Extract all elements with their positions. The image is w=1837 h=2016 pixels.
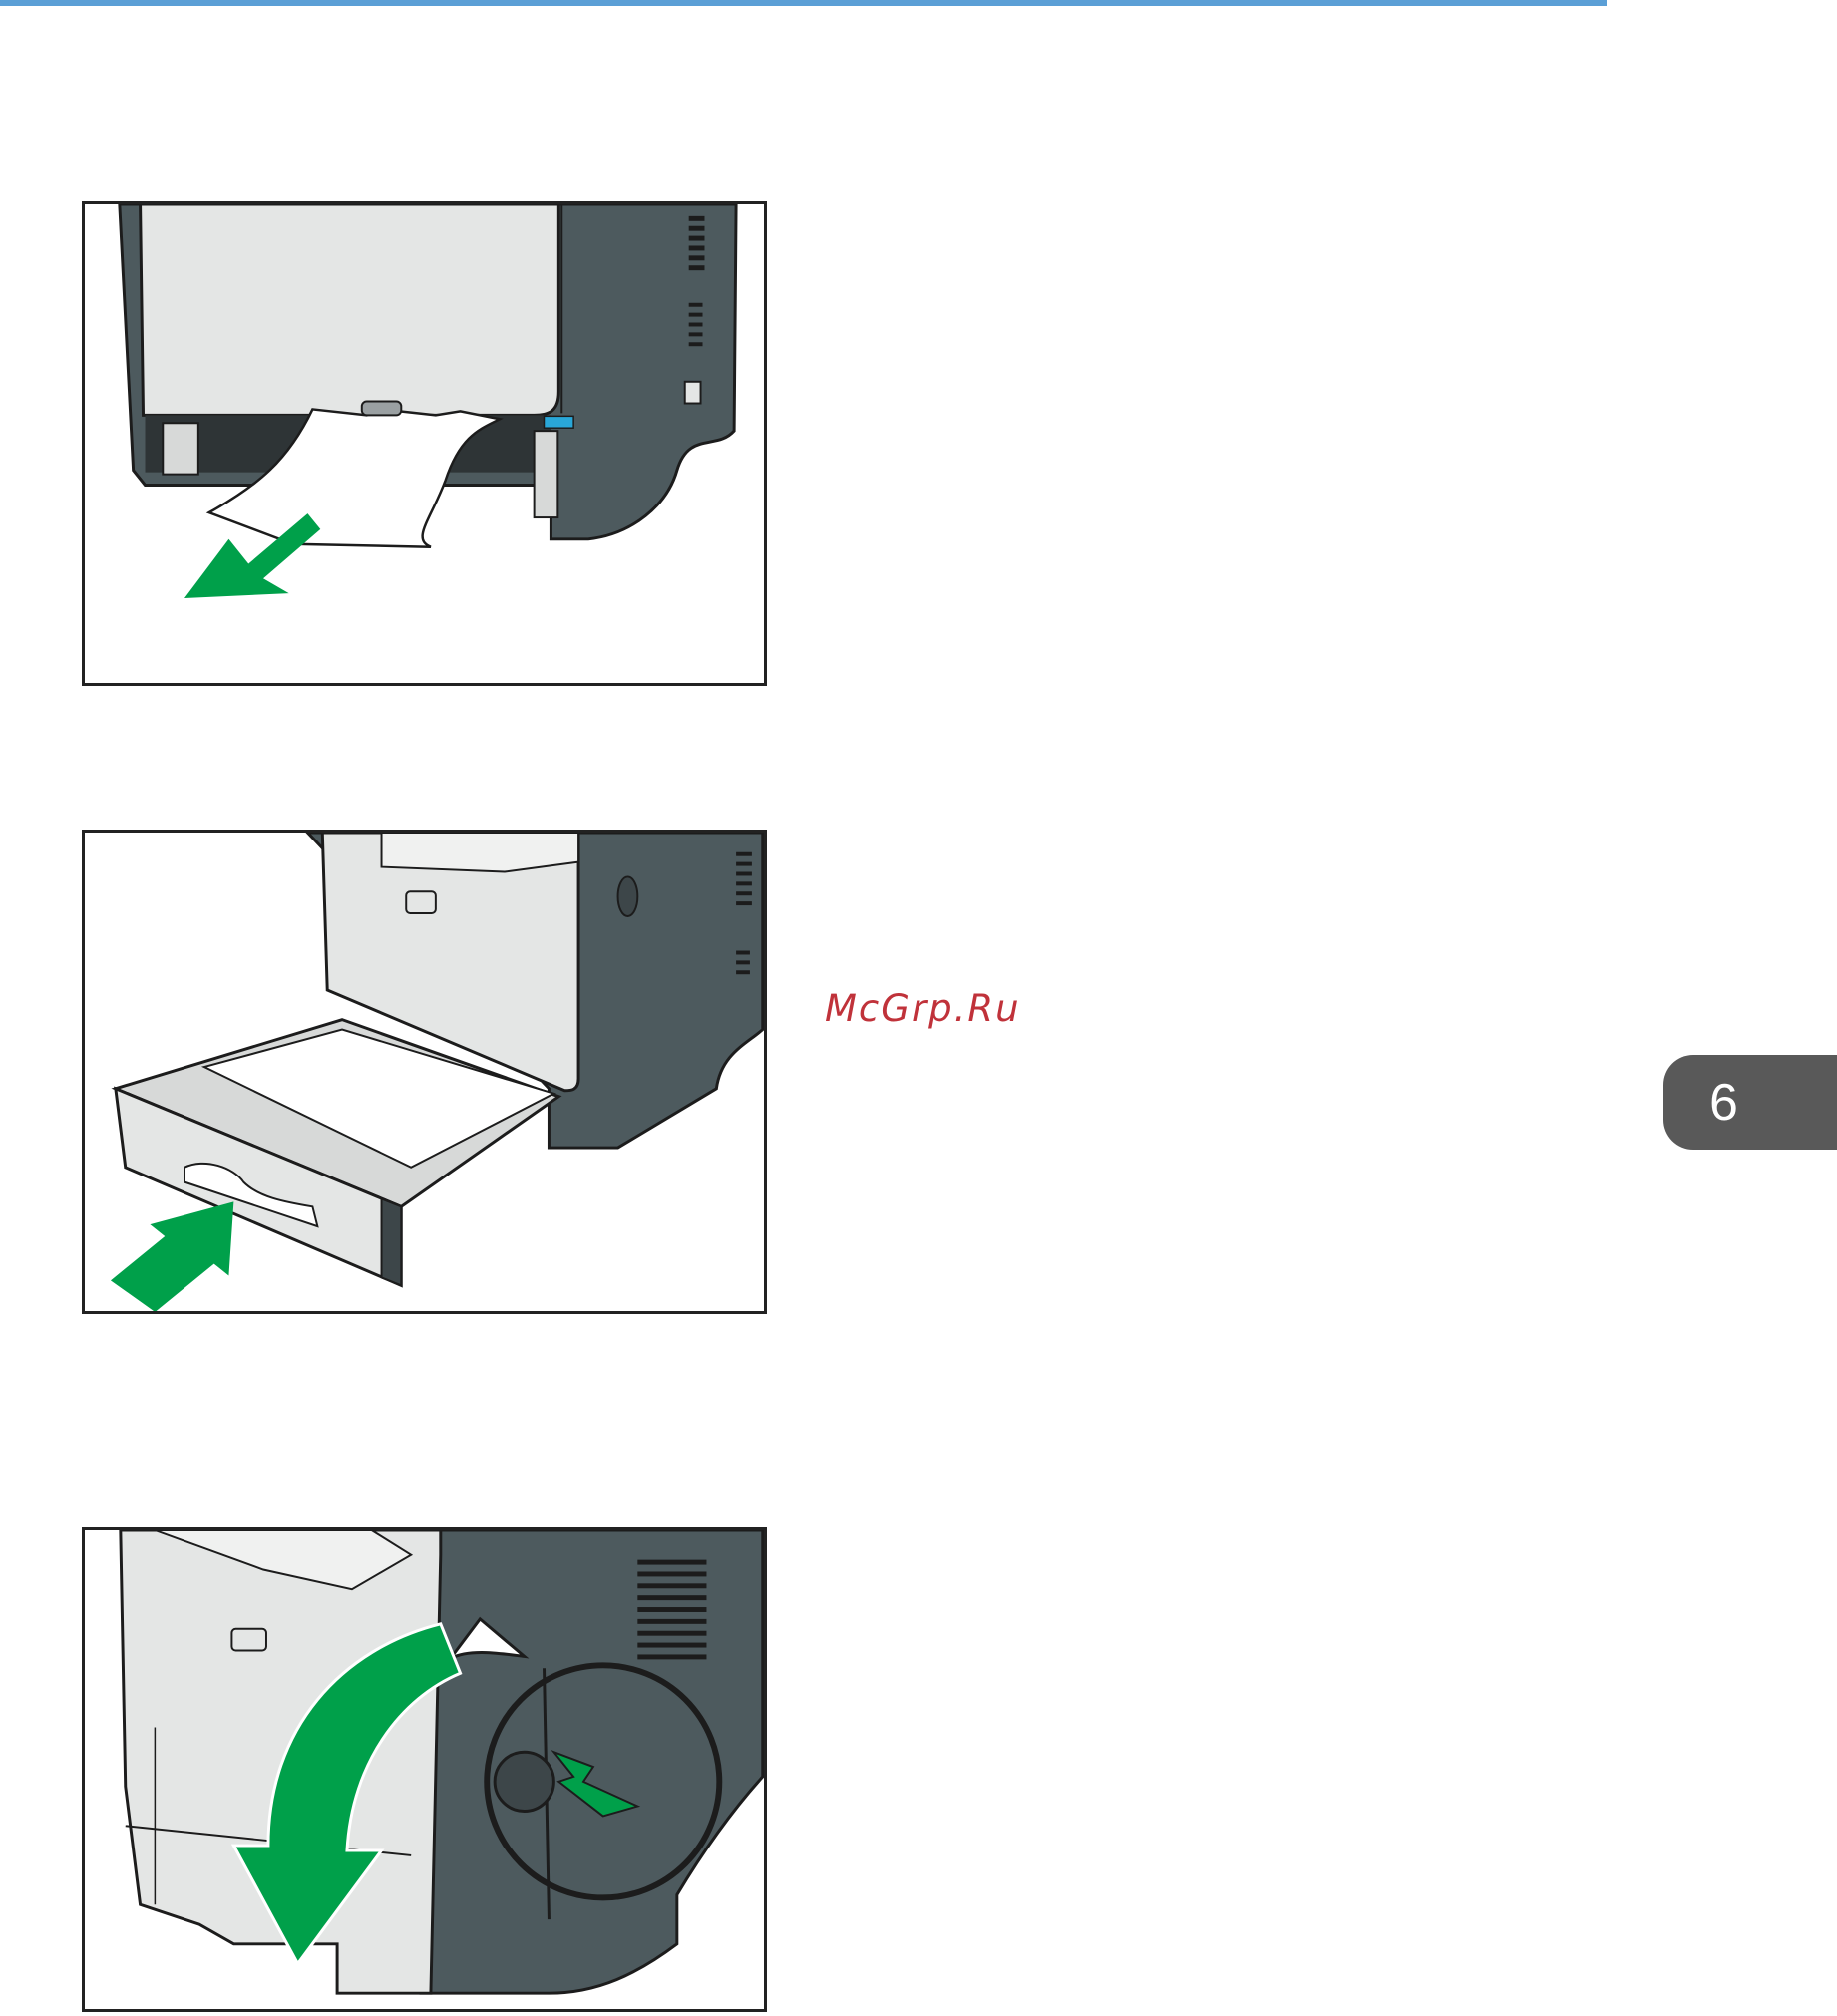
printer-tray-drawing <box>85 833 764 1311</box>
chapter-tab: 6 <box>1663 1055 1837 1150</box>
illustration-open-front-cover <box>82 1527 767 2012</box>
watermark-text: McGrp.Ru <box>825 987 1021 1030</box>
printer-rear-paper-jam-drawing <box>85 204 764 683</box>
header-rule <box>0 0 1607 6</box>
illustration-remove-jammed-paper <box>82 201 767 686</box>
arrow-up-right-icon <box>111 1201 233 1311</box>
printer-front-cover-drawing <box>85 1530 764 2009</box>
chapter-number: 6 <box>1709 1073 1738 1133</box>
illustration-push-tray-in <box>82 830 767 1314</box>
